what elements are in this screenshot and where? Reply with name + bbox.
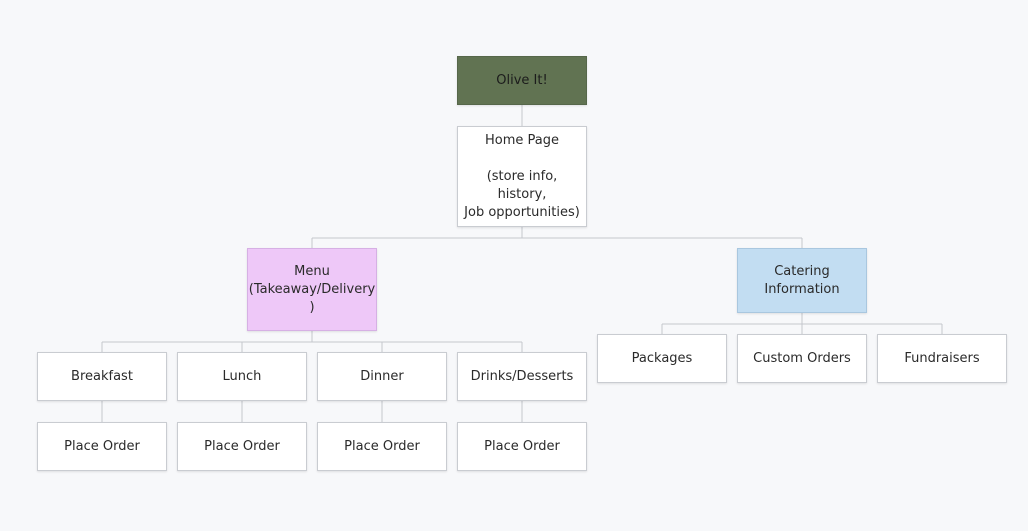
root-node[interactable]: Olive It! <box>457 56 587 105</box>
custom-orders-node[interactable]: Custom Orders <box>737 334 867 383</box>
drinks-desserts-place-order-node[interactable]: Place Order <box>457 422 587 471</box>
home-page-detail-line1: (store info, history, <box>486 168 558 202</box>
fundraisers-node[interactable]: Fundraisers <box>877 334 1007 383</box>
home-page-node[interactable]: Home Page (store info, history, Job oppo… <box>457 126 587 227</box>
root-label: Olive It! <box>496 72 548 88</box>
packages-node[interactable]: Packages <box>597 334 727 383</box>
drinks-desserts-node[interactable]: Drinks/Desserts <box>457 352 587 401</box>
home-page-detail-line2: Job opportunities) <box>464 204 580 220</box>
drinks-desserts-place-order-label: Place Order <box>484 438 560 454</box>
dinner-place-order-label: Place Order <box>344 438 420 454</box>
menu-label-line2: (Takeaway/Delivery <box>248 281 376 297</box>
drinks-desserts-label: Drinks/Desserts <box>470 368 574 384</box>
fundraisers-label: Fundraisers <box>904 350 980 366</box>
menu-label-line3: ) <box>309 299 315 315</box>
lunch-node[interactable]: Lunch <box>177 352 307 401</box>
catering-node[interactable]: Catering Information <box>737 248 867 313</box>
dinner-place-order-node[interactable]: Place Order <box>317 422 447 471</box>
catering-label-line1: Catering <box>774 263 830 279</box>
breakfast-label: Breakfast <box>71 368 133 384</box>
menu-label-line1: Menu <box>294 263 330 279</box>
menu-node[interactable]: Menu (Takeaway/Delivery ) <box>247 248 377 331</box>
breakfast-place-order-node[interactable]: Place Order <box>37 422 167 471</box>
breakfast-place-order-label: Place Order <box>64 438 140 454</box>
dinner-label: Dinner <box>360 368 404 384</box>
dinner-node[interactable]: Dinner <box>317 352 447 401</box>
lunch-place-order-label: Place Order <box>204 438 280 454</box>
custom-orders-label: Custom Orders <box>753 350 851 366</box>
lunch-label: Lunch <box>222 368 262 384</box>
lunch-place-order-node[interactable]: Place Order <box>177 422 307 471</box>
catering-label-line2: Information <box>764 281 840 297</box>
breakfast-node[interactable]: Breakfast <box>37 352 167 401</box>
packages-label: Packages <box>631 350 693 366</box>
home-page-title: Home Page <box>485 132 559 148</box>
